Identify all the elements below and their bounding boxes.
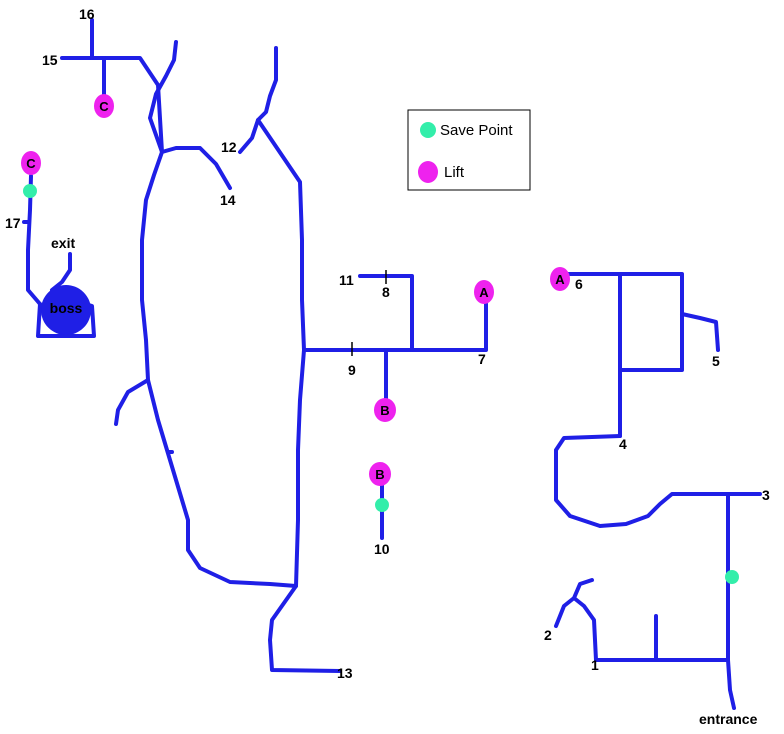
label-2: 2 (544, 627, 552, 643)
path-15-junction (60, 56, 164, 154)
lift-b-upper-label: B (380, 403, 389, 418)
path-left-loop (114, 146, 298, 588)
lift-a-left (474, 280, 494, 304)
label-16: 16 (79, 6, 95, 22)
label-9: 9 (348, 362, 356, 378)
label-11: 11 (339, 272, 354, 288)
label-15: 15 (42, 52, 58, 68)
lift-a-right (550, 267, 570, 291)
label-5: 5 (712, 353, 720, 369)
lift-b-lower-label: B (375, 467, 384, 482)
path-center-vertical (256, 46, 342, 673)
label-3: 3 (762, 487, 770, 503)
path-17-column (26, 174, 42, 306)
label-entrance: entrance (699, 711, 758, 727)
lift-c-top-label: C (99, 99, 109, 114)
boss-circle (41, 285, 91, 335)
label-exit: exit (51, 235, 75, 251)
path-exit-spur (50, 252, 72, 292)
save-point-3 (725, 570, 739, 584)
legend: Save Point Lift (407, 109, 531, 191)
legend-save-label: Save Point (440, 122, 513, 139)
label-14: 14 (220, 192, 236, 208)
lift-c-left-label: C (26, 156, 36, 171)
save-point-17 (23, 184, 37, 198)
lift-a-right-label: A (555, 272, 565, 287)
label-10: 10 (374, 541, 390, 557)
save-point-10 (375, 498, 389, 512)
node-labels: 1 2 3 4 5 6 7 8 9 10 11 12 13 14 15 16 1… (5, 6, 770, 727)
boss-room: boss (41, 285, 91, 335)
label-17: 17 (5, 215, 21, 231)
legend-save-swatch (420, 122, 436, 138)
path-6-room (558, 272, 720, 438)
label-12: 12 (221, 139, 237, 155)
path-top-north (148, 40, 178, 154)
path-8-branch (358, 274, 414, 352)
path-4-loop (554, 434, 762, 528)
label-4: 4 (619, 436, 627, 452)
lift-b-upper (374, 398, 396, 422)
label-6: 6 (575, 276, 583, 292)
lifts: C C A A B B (21, 94, 570, 486)
lift-c-top (94, 94, 114, 118)
legend-lift-swatch (418, 161, 438, 183)
path-12-spur (238, 118, 260, 154)
label-13: 13 (337, 665, 353, 681)
tick-marks (351, 270, 387, 356)
legend-lift-label: Lift (444, 164, 465, 181)
map-paths (22, 18, 762, 710)
label-7: 7 (478, 351, 486, 367)
path-7-corridor (302, 302, 488, 352)
label-1: 1 (591, 657, 599, 673)
boss-label: boss (50, 300, 83, 316)
label-8: 8 (382, 284, 390, 300)
path-1-corridor (594, 614, 730, 662)
path-2-spur (554, 578, 598, 662)
path-3-vertical (726, 492, 736, 710)
lift-a-left-label: A (479, 285, 489, 300)
lift-c-left (21, 151, 41, 175)
lift-b-lower (369, 462, 391, 486)
save-points (23, 184, 739, 584)
